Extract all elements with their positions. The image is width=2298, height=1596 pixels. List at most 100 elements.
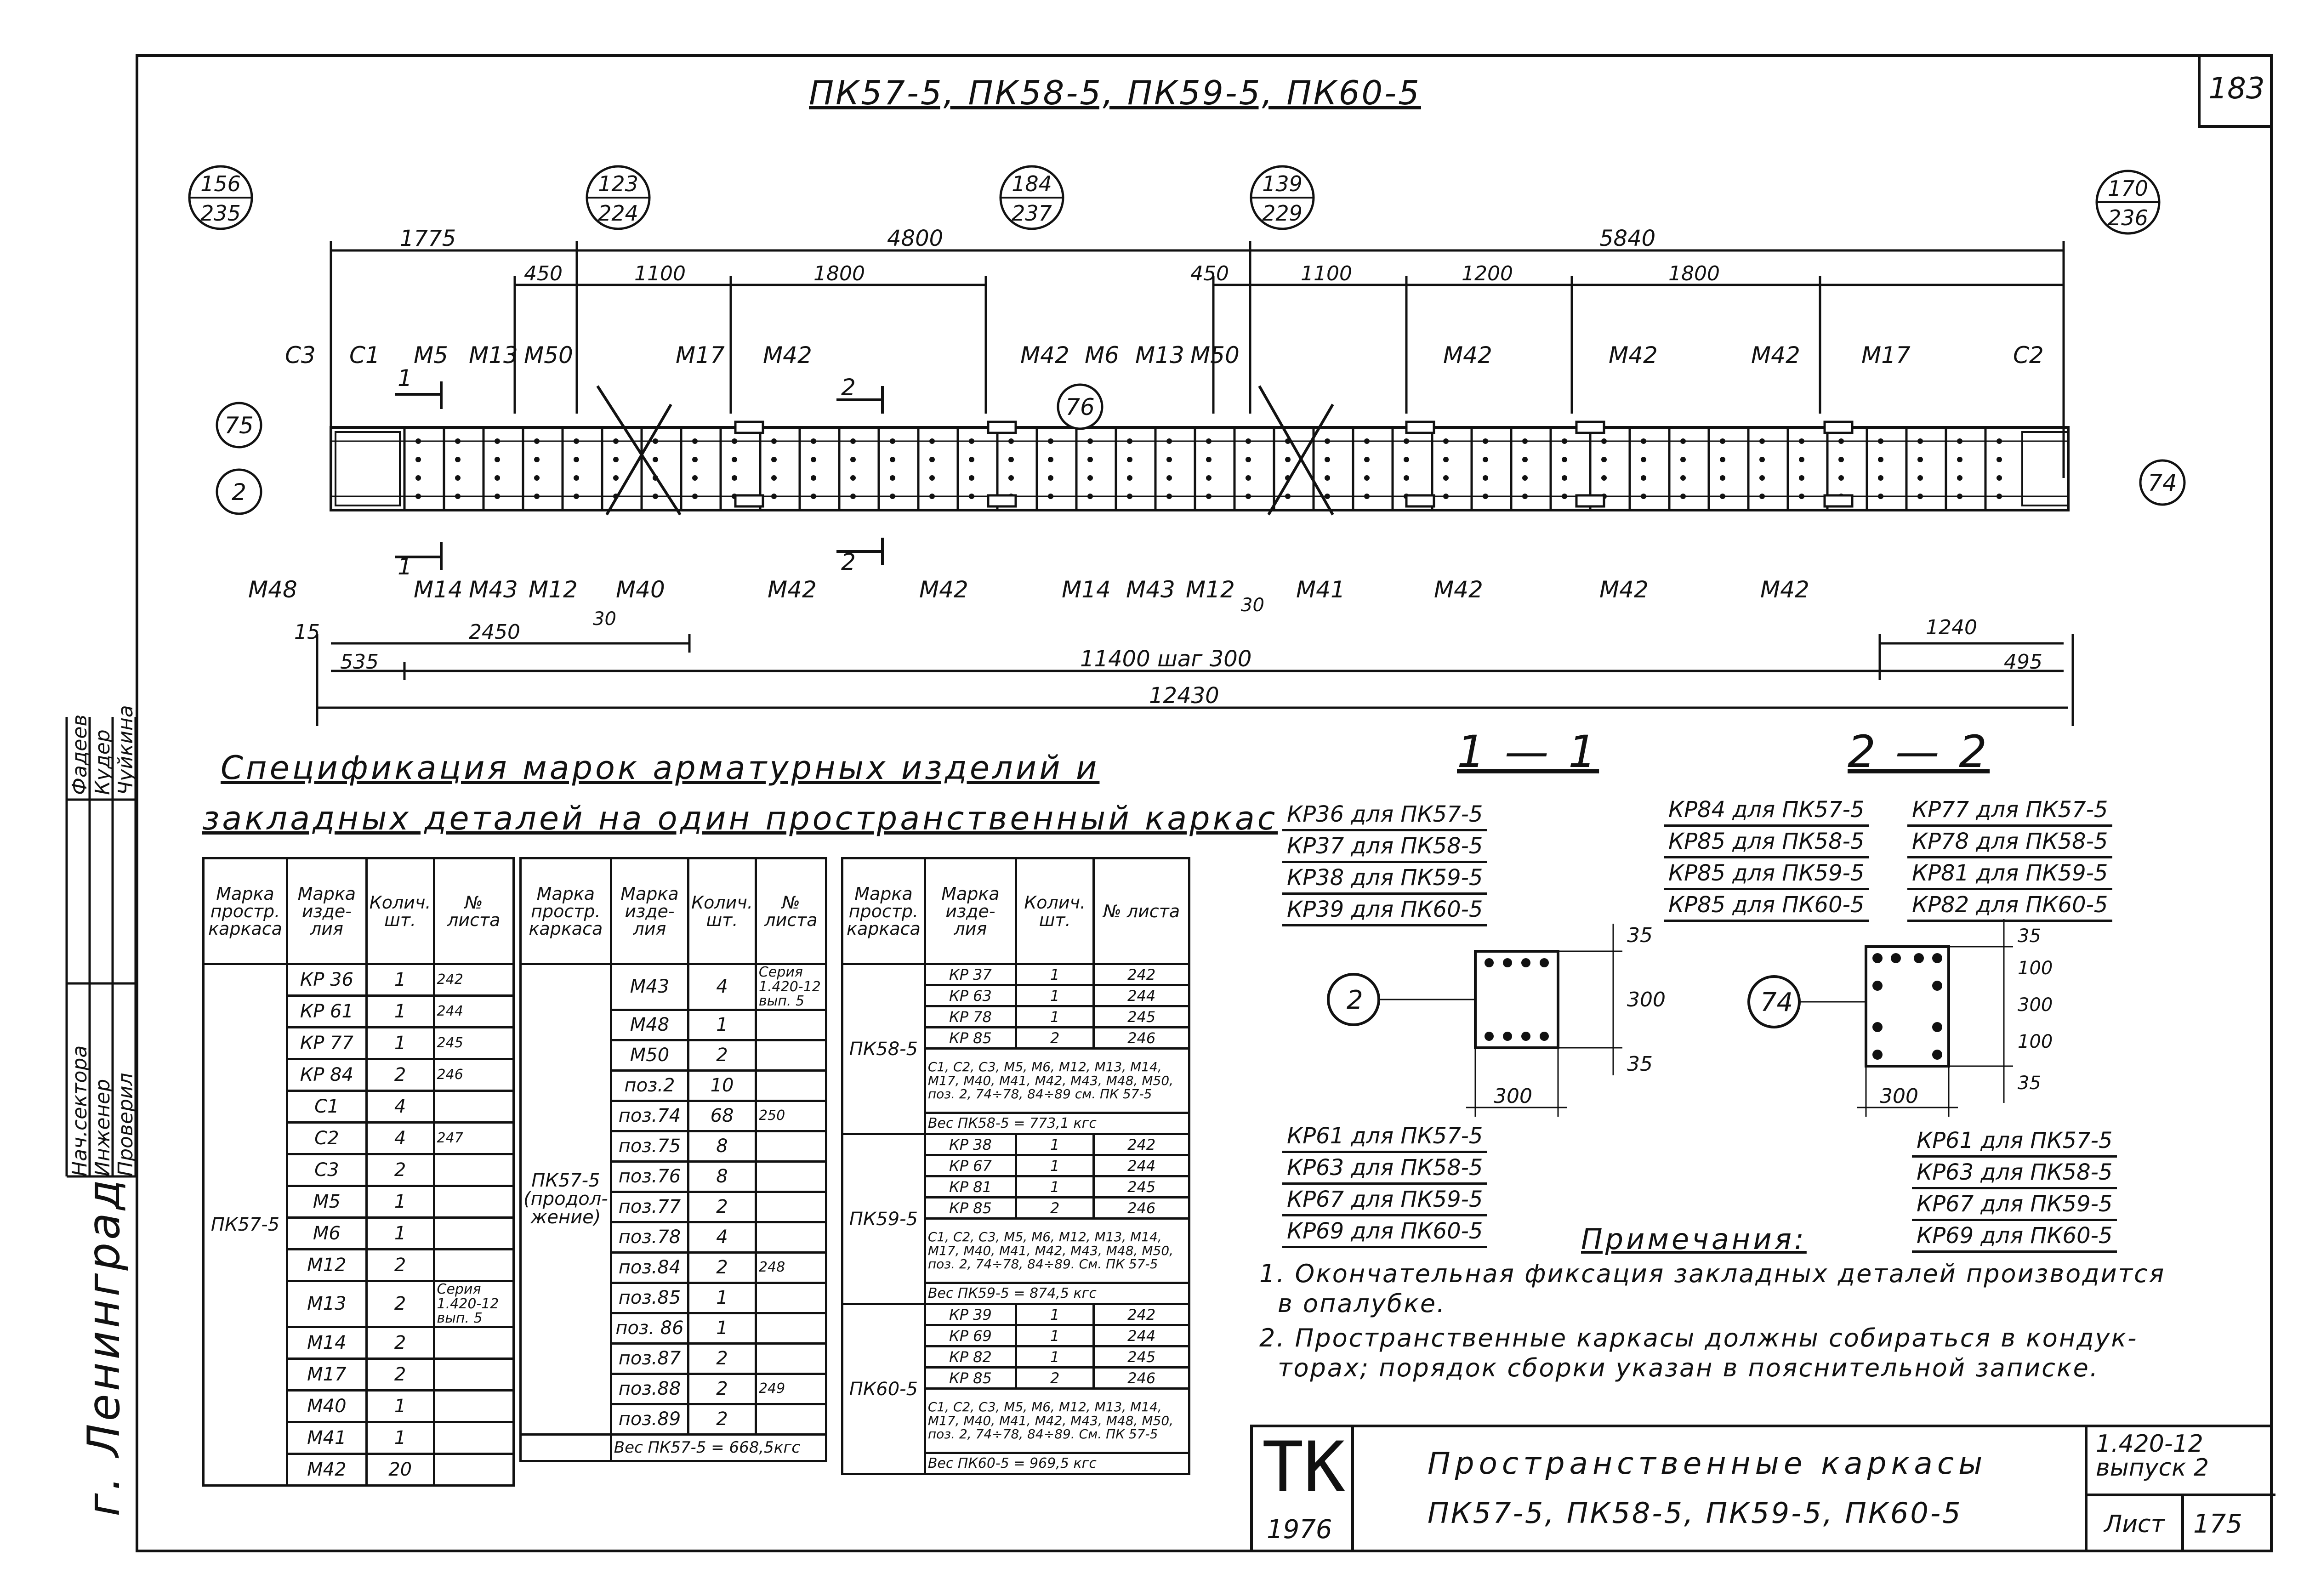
qty-cell: 4	[365, 1090, 435, 1124]
sheet-cell	[432, 1452, 515, 1487]
section-2-right-list: КР77 для ПК57-5 КР78 для ПК58-5 КР81 для…	[1907, 795, 2113, 922]
rebar-dot	[1562, 475, 1567, 481]
stamp-sheet: Лист 175	[2085, 1496, 2275, 1552]
item-cell: поз.2	[609, 1069, 690, 1102]
dim-450-a: 450	[524, 262, 563, 285]
rebar-dot	[1206, 457, 1212, 462]
list-item: КР85 для ПК60-5	[1664, 890, 1869, 922]
callout-bottom: 224	[598, 201, 638, 226]
rebar-dot	[1087, 457, 1093, 462]
rebar-dot	[1522, 457, 1528, 462]
item-cell: КР 69	[923, 1324, 1018, 1347]
role-chief: Нач.сектора	[68, 1045, 91, 1176]
series-issue: выпуск 2	[2096, 1454, 2209, 1482]
section-1-dim-a: 35	[1627, 924, 1653, 947]
element-label: М40	[616, 576, 665, 603]
embedded-plate	[734, 494, 764, 508]
rebar-dot	[811, 475, 816, 481]
rebar-dot	[1641, 494, 1646, 499]
header-item: Марка изде- лия	[923, 857, 1018, 965]
qty-cell: 1	[365, 1420, 435, 1455]
item-cell: М42	[285, 1452, 368, 1487]
section-2-dim-w: 300	[1880, 1085, 1918, 1108]
item-cell: поз.76	[609, 1160, 690, 1193]
rebar-dot	[1285, 494, 1291, 499]
item-cell: М13	[285, 1280, 368, 1328]
sheet-cell	[432, 1357, 515, 1392]
callout-top: 156	[200, 171, 241, 196]
sheet-cell: 249	[754, 1372, 828, 1405]
table-row: Вес ПК58-5 = 773,1 кгс	[842, 1112, 1191, 1135]
rebar-dot	[1048, 475, 1053, 481]
stamp-series: 1.420-12 выпуск 2	[2085, 1427, 2275, 1496]
sheet-cell: Серия 1.420-12 вып. 5	[754, 963, 828, 1011]
rebar-dot	[1878, 438, 1883, 444]
element-label: М41	[1296, 576, 1345, 603]
qty-cell: 2	[687, 1190, 757, 1223]
rebar-dot	[929, 475, 935, 481]
rebar-dot	[850, 438, 856, 444]
qty-cell: 1	[365, 1185, 435, 1219]
empty-cell	[519, 1433, 612, 1462]
rebar-dot	[969, 438, 974, 444]
qty-cell: 2	[687, 1251, 757, 1284]
sheet-cell: 245	[432, 1026, 515, 1060]
dim-2450: 2450	[469, 620, 520, 644]
rebar-dot	[1048, 438, 1053, 444]
rebar-dot	[890, 475, 895, 481]
sheet-cell	[754, 1190, 828, 1223]
note-line: 2. Пространственные каркасы должны собир…	[1259, 1323, 2138, 1352]
rebar-dot	[1917, 457, 1923, 462]
rebar-dot	[1127, 494, 1132, 499]
rebar-dot	[534, 438, 540, 444]
sheet-cell	[754, 1039, 828, 1072]
rebar-dot	[613, 494, 619, 499]
rebar-dot	[890, 494, 895, 499]
header-sheet: № листа	[432, 857, 515, 965]
item-cell: М40	[285, 1389, 368, 1423]
frame-cell: ПК60-5	[841, 1303, 926, 1475]
rebar-dot	[692, 494, 698, 499]
note-line: в опалубке.	[1278, 1289, 1446, 1318]
sheet-cell: 242	[1092, 1133, 1190, 1156]
section-mark-1-top: 1	[398, 365, 412, 392]
qty-cell: 2	[365, 1248, 435, 1282]
rebar-dot	[1759, 475, 1765, 481]
item-cell: М43	[609, 963, 690, 1011]
rebar-dot	[1680, 475, 1686, 481]
rebar-dot	[1206, 494, 1212, 499]
list-item: КР61 для ПК57-5	[1282, 1121, 1488, 1153]
rebar-dot	[1838, 457, 1844, 462]
item-cell: М5	[285, 1185, 368, 1219]
section-mark-2-top: 2	[841, 374, 856, 401]
rebar-dot	[1997, 438, 2002, 444]
item-cell: КР 77	[285, 1026, 368, 1060]
rebar-dot	[1799, 457, 1804, 462]
qty-cell: 2	[687, 1403, 757, 1436]
callout-bottom: 237	[1012, 201, 1052, 226]
left-stamp-grid	[65, 717, 137, 1178]
sheet-cell: 245	[1092, 1175, 1190, 1198]
rebar-dot	[732, 457, 737, 462]
name-engineer: Кудер	[91, 729, 114, 795]
city-label: г. Ленинград	[78, 1176, 130, 1516]
qty-cell: 2	[365, 1153, 435, 1187]
rebar-dot	[1443, 494, 1449, 499]
rebar-dot	[1404, 457, 1409, 462]
list-item: КР61 для ПК57-5	[1912, 1126, 2117, 1158]
spec-title-line2: закладных деталей на один пространственн…	[202, 800, 1278, 837]
rebar-dot	[1364, 494, 1370, 499]
section-2-mark: 74	[1760, 988, 1793, 1017]
sheet-cell	[754, 1160, 828, 1193]
